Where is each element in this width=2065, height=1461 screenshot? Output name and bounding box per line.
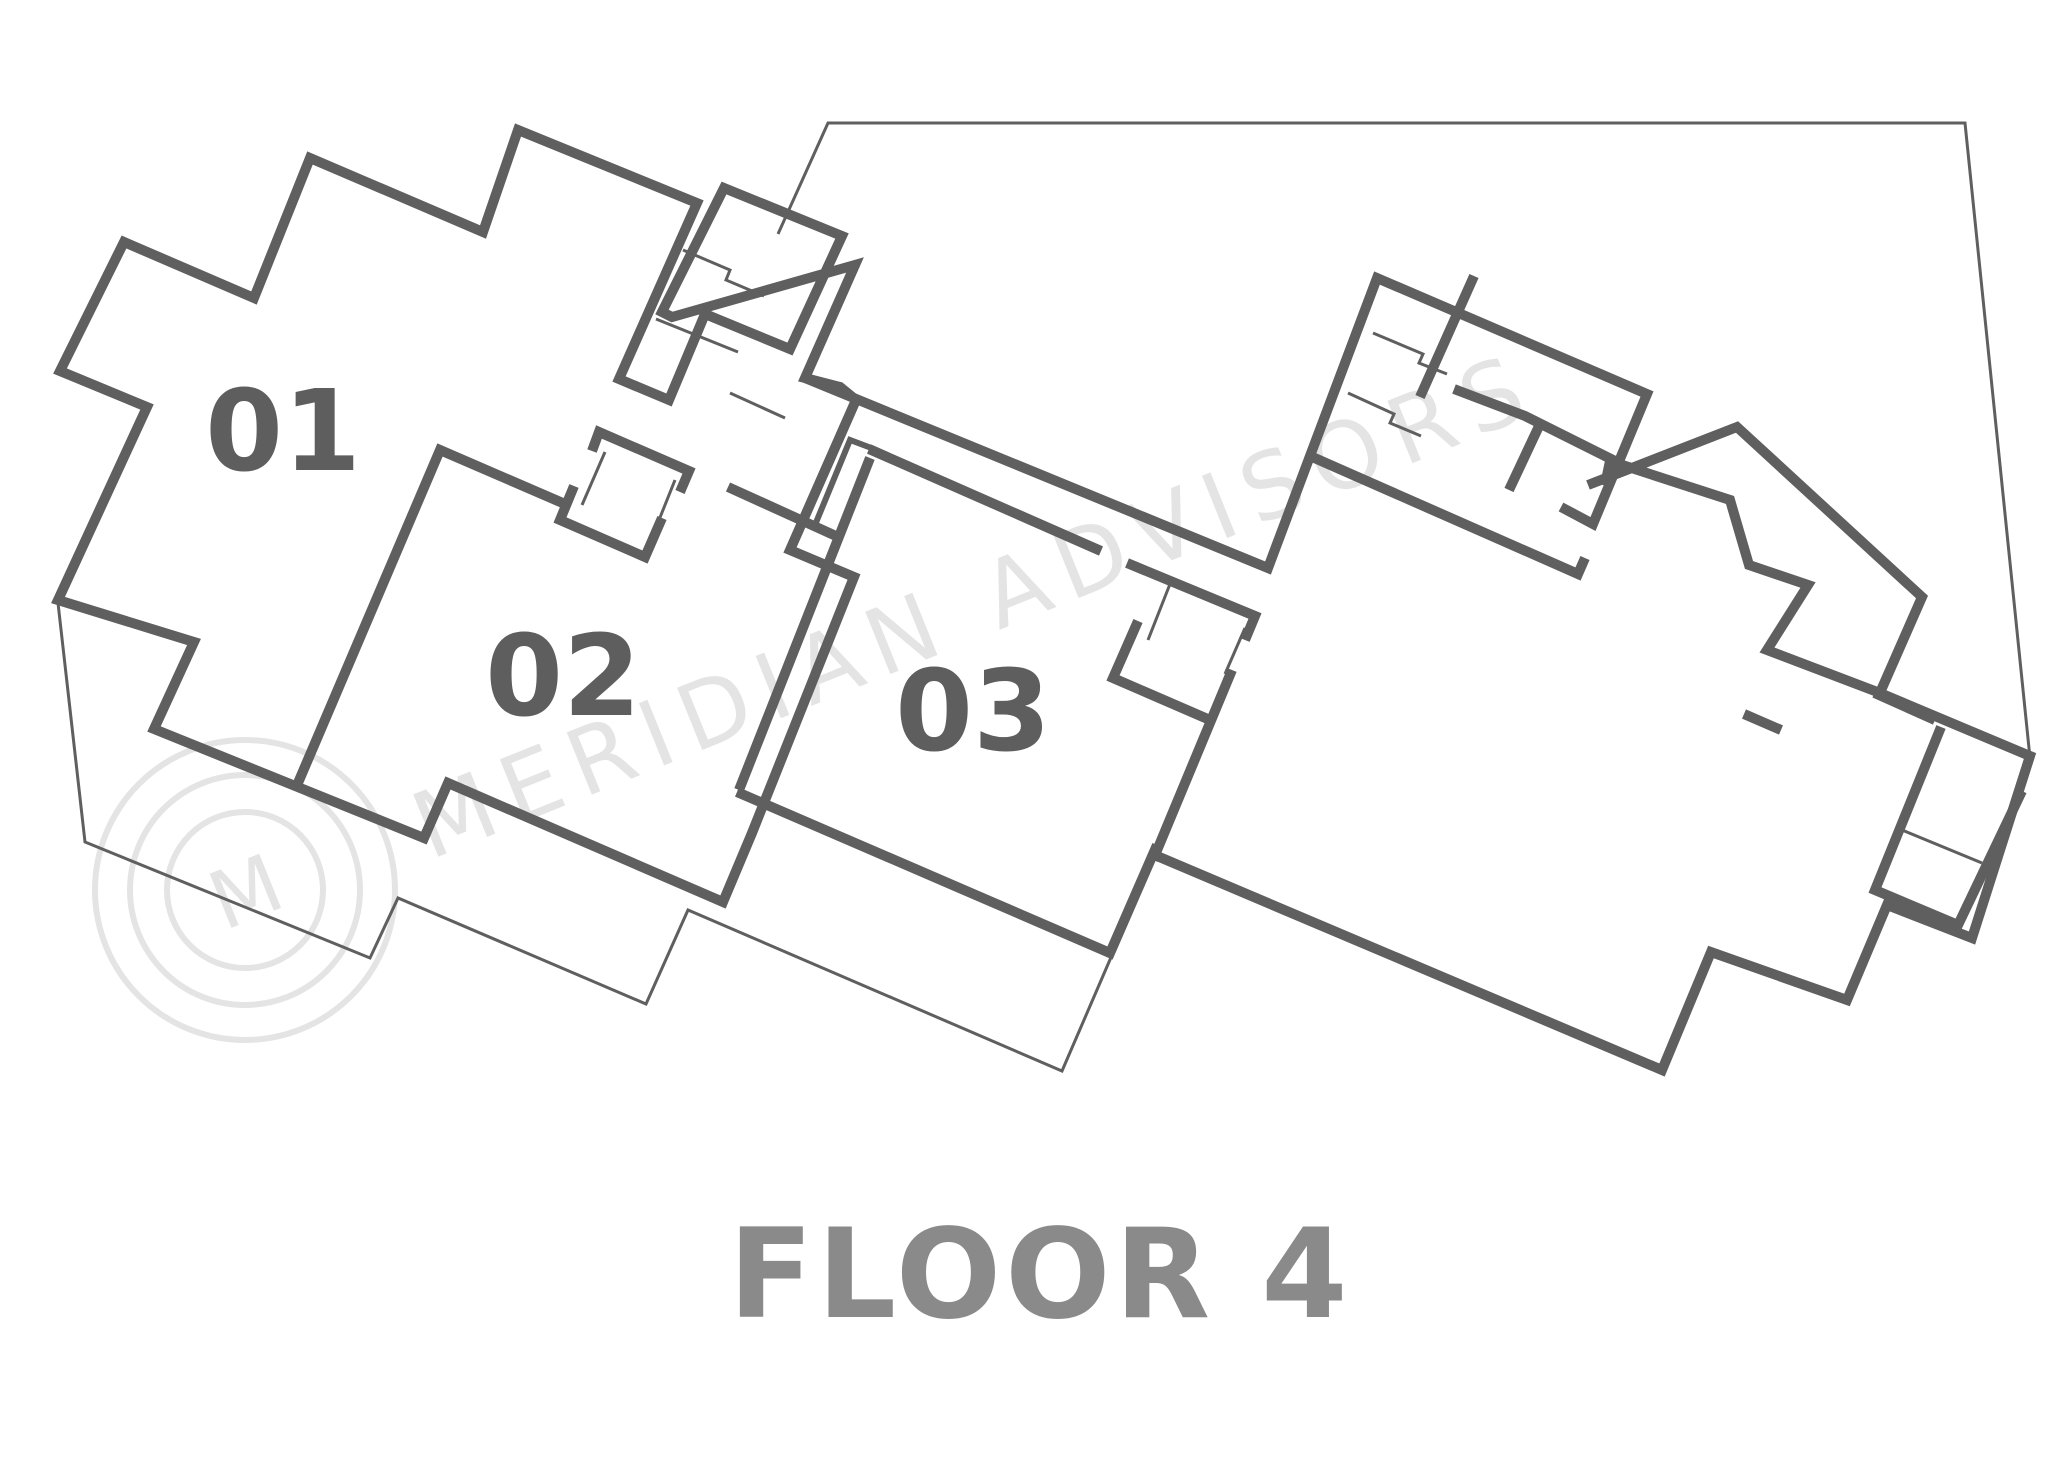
unit-02-03-party-wall bbox=[734, 456, 875, 792]
interior-details bbox=[580, 248, 1983, 865]
shaft-detail-4 bbox=[1372, 331, 1448, 376]
balcony-detail bbox=[1901, 828, 1983, 865]
balcony-outlines bbox=[56, 121, 2032, 1073]
closet-door-2 bbox=[655, 479, 677, 526]
unit-02-corridor-wall bbox=[725, 482, 839, 541]
unit-03-south-wall bbox=[735, 787, 1162, 960]
unit-02-walls bbox=[290, 443, 567, 792]
unit-03-closet bbox=[1106, 618, 1212, 725]
unit-02-closet-lower bbox=[553, 484, 667, 564]
watermark-logo: M bbox=[92, 737, 398, 1043]
east-unit-divider bbox=[1415, 273, 1479, 400]
east-unit-north-wall bbox=[1586, 421, 1938, 725]
unit-01-walls bbox=[51, 123, 864, 909]
unit-02-03-doorway bbox=[812, 436, 876, 527]
east-unit-closet bbox=[1307, 451, 1590, 581]
east-unit-north-corridor bbox=[803, 271, 1654, 575]
watermark-text: MERIDIAN ADVISORS bbox=[398, 331, 1552, 880]
shaft-detail-5 bbox=[1347, 391, 1422, 438]
closet-door-3 bbox=[1146, 583, 1172, 641]
shaft-detail-1 bbox=[682, 248, 765, 298]
east-unit-inner-wall bbox=[1504, 421, 1545, 493]
east-unit-balcony-box bbox=[1868, 725, 2027, 932]
unit-03-label: 03 bbox=[895, 647, 1051, 777]
north-terrace-outline bbox=[776, 121, 2032, 759]
floor-label: FLOOR 4 bbox=[728, 1203, 1351, 1347]
shaft-detail-2 bbox=[655, 317, 739, 354]
unit-02-label: 02 bbox=[485, 612, 641, 742]
closet-door-1 bbox=[580, 451, 607, 506]
unit-02-closet bbox=[587, 425, 696, 494]
unit-03-east-wall bbox=[1125, 558, 1262, 642]
unit-03-walls bbox=[866, 444, 1104, 556]
shaft-detail-3 bbox=[729, 391, 786, 420]
unit-01-label: 01 bbox=[205, 367, 361, 497]
closet-door-4 bbox=[1223, 627, 1247, 675]
east-unit-stub bbox=[1742, 709, 1783, 735]
south-balcony-outline bbox=[56, 602, 1114, 1073]
unit-03-interior-wall bbox=[1148, 668, 1237, 862]
